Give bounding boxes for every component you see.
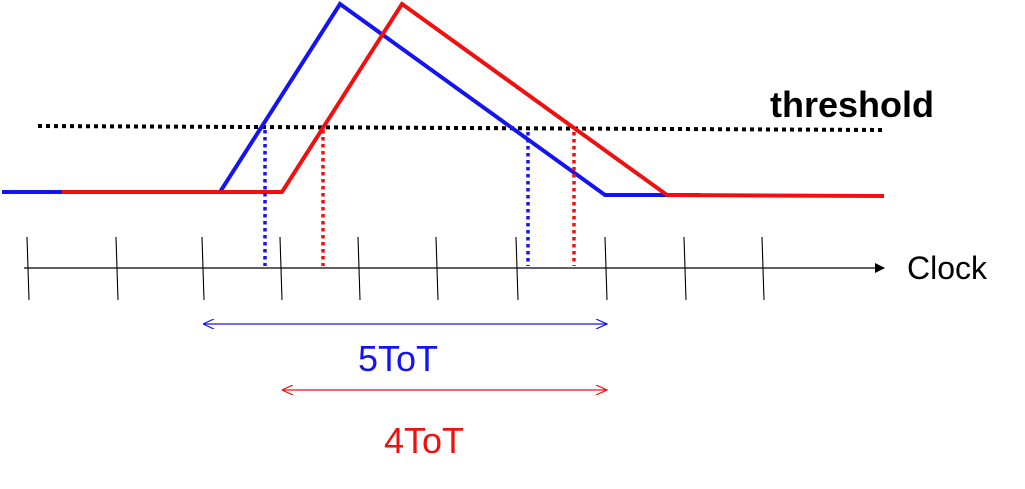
red-signal-pulse <box>62 1 885 198</box>
clock-tick <box>279 236 283 301</box>
clock-tick <box>201 236 205 301</box>
clock-tick <box>26 236 30 301</box>
clock-tick <box>604 236 608 301</box>
clock-tick <box>115 236 119 301</box>
clock-tick <box>683 236 687 301</box>
clock-axis-label: Clock <box>907 250 988 286</box>
clock-ticks <box>26 236 765 301</box>
red-tot-label: 4ToT <box>384 420 465 461</box>
clock-tick <box>761 236 765 301</box>
clock-tick <box>515 236 519 301</box>
blue-signal-pulse <box>2 1 700 197</box>
clock-tick <box>357 236 361 301</box>
threshold-line <box>37 124 886 132</box>
blue-tot-label: 5ToT <box>358 338 439 379</box>
threshold-label: threshold <box>770 84 935 125</box>
clock-tick <box>435 236 439 301</box>
